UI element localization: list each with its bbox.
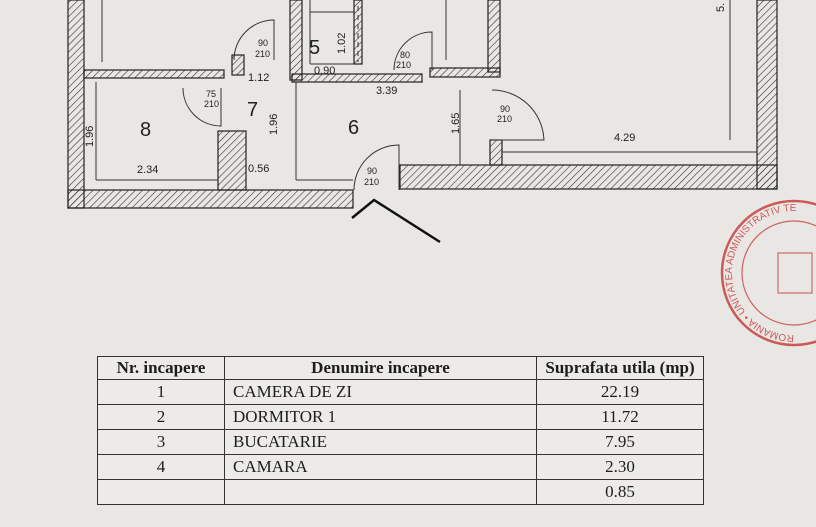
table-row: 2 DORMITOR 1 11.72	[97, 404, 704, 430]
header-nr: Nr. incapere	[97, 356, 225, 380]
dimension-label: 1.02	[336, 33, 348, 54]
dimension-label: 0.90	[314, 65, 335, 77]
cell-name: DORMITOR 1	[224, 404, 537, 430]
dimension-label: 3.39	[376, 85, 397, 97]
cell-area: 0.85	[536, 479, 704, 505]
cell-nr: 1	[97, 379, 225, 405]
room-number: 8	[140, 119, 151, 141]
dimension-label: 1.96	[268, 114, 280, 135]
svg-text:90: 90	[367, 166, 377, 176]
svg-text:80: 80	[400, 50, 410, 60]
svg-text:90: 90	[500, 104, 510, 114]
cell-nr: 4	[97, 454, 225, 480]
cell-area: 2.30	[536, 454, 704, 480]
dimension-label: 1.12	[248, 72, 269, 84]
door-label: 90 210	[497, 104, 512, 124]
cell-name: CAMERA DE ZI	[224, 379, 537, 405]
svg-text:ROMANIA • UNITATEA ADMINISTRAT: ROMANIA • UNITATEA ADMINISTRATIV TERITOR…	[714, 195, 797, 343]
dimension-label: 5.	[715, 3, 727, 12]
cell-nr	[97, 479, 225, 505]
header-name: Denumire incapere	[224, 356, 537, 380]
cell-name: BUCATARIE	[224, 429, 537, 455]
room-number: 6	[348, 117, 359, 139]
dimension-label: 1.65	[450, 113, 462, 134]
cell-area: 7.95	[536, 429, 704, 455]
svg-text:90: 90	[258, 38, 268, 48]
cell-nr: 2	[97, 404, 225, 430]
interior-lines	[95, 0, 757, 181]
dimension-label: 0.56	[248, 163, 269, 175]
room-area-table: Nr. incapere Denumire incapere Suprafata…	[97, 356, 704, 505]
table-header-row: Nr. incapere Denumire incapere Suprafata…	[97, 356, 704, 380]
official-stamp: ROMANIA • UNITATEA ADMINISTRATIV TERITOR…	[714, 195, 816, 347]
cell-area: 22.19	[536, 379, 704, 405]
svg-text:210: 210	[396, 60, 411, 70]
svg-text:210: 210	[204, 99, 219, 109]
door-label: 90 210	[255, 38, 270, 59]
table-row: 4 CAMARA 2.30	[97, 454, 704, 480]
table-row: 0.85	[97, 479, 704, 505]
walls	[67, 0, 778, 209]
dimension-label: 2.34	[137, 164, 158, 176]
svg-text:210: 210	[255, 49, 270, 59]
room-number: 5	[309, 37, 320, 59]
door-label: 75 210	[204, 89, 219, 109]
entrance-arrow	[351, 198, 441, 244]
svg-text:210: 210	[364, 177, 379, 187]
floor-plan-drawing: 5 6 7 8 1.02 0.90 1.12 3.39 1.96 1.96 1.…	[67, 0, 778, 244]
table-row: 1 CAMERA DE ZI 22.19	[97, 379, 704, 405]
cell-name: CAMARA	[224, 454, 537, 480]
dimension-label: 1.96	[84, 126, 96, 147]
door-label: 90 210	[364, 166, 379, 187]
dimension-label: 4.29	[614, 132, 635, 144]
header-area: Suprafata utila (mp)	[536, 356, 704, 380]
door-swings	[182, 6, 545, 191]
door-label: 80 210	[396, 50, 411, 70]
table-row: 3 BUCATARIE 7.95	[97, 429, 704, 455]
room-number: 7	[247, 99, 258, 121]
svg-text:75: 75	[206, 89, 216, 99]
cell-name	[224, 479, 537, 505]
cell-area: 11.72	[536, 404, 704, 430]
cell-nr: 3	[97, 429, 225, 455]
svg-text:210: 210	[497, 114, 512, 124]
